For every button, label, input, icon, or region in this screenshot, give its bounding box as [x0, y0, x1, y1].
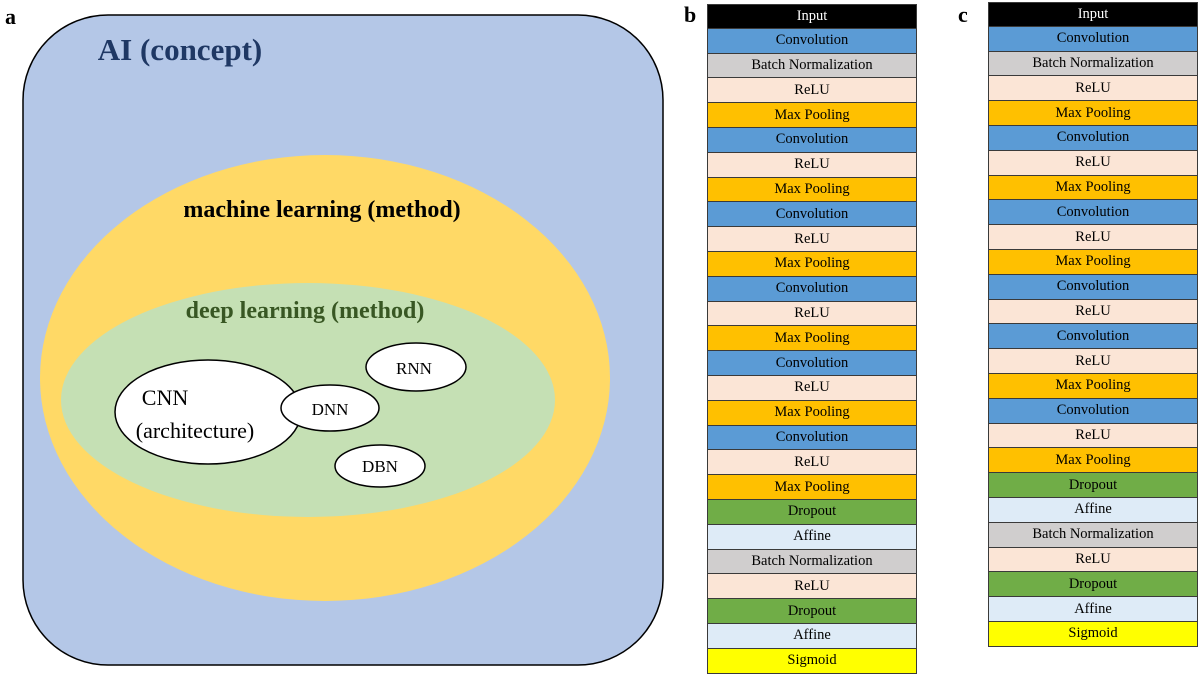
- network-c-layer-relu: ReLU: [988, 225, 1198, 250]
- ai-region-label: AI (concept): [98, 32, 262, 67]
- network-b-layer-max-pooling: Max Pooling: [707, 400, 917, 426]
- ai-nested-diagram: AI (concept) machine learning (method) d…: [22, 14, 664, 666]
- network-c-layer-convolution: Convolution: [988, 26, 1198, 52]
- network-c-layer-relu: ReLU: [988, 547, 1198, 573]
- network-b-layer-affine: Affine: [707, 524, 917, 550]
- network-c-layer-dropout: Dropout: [988, 572, 1198, 598]
- network-c-layer-batch-normalization: Batch Normalization: [988, 522, 1198, 548]
- network-c-layer-convolution: Convolution: [988, 324, 1198, 350]
- network-b-layer-max-pooling: Max Pooling: [707, 475, 917, 500]
- cnn-label-line2: (architecture): [136, 418, 254, 443]
- network-c-layer-convolution: Convolution: [988, 274, 1198, 300]
- dnn-node: [280, 384, 380, 432]
- network-c-layer-relu: ReLU: [988, 349, 1198, 374]
- network-b-layer-max-pooling: Max Pooling: [707, 177, 917, 203]
- network-b-layer-sigmoid: Sigmoid: [707, 648, 917, 674]
- network-b-layer-relu: ReLU: [707, 301, 917, 327]
- network-b-layer-convolution: Convolution: [707, 351, 917, 376]
- ml-region-label: machine learning (method): [183, 197, 460, 223]
- network-b-layer-convolution: Convolution: [707, 202, 917, 228]
- network-b-layer-relu: ReLU: [707, 227, 917, 252]
- network-c-layer-relu: ReLU: [988, 423, 1198, 449]
- dl-region-label: deep learning (method): [186, 298, 425, 324]
- network-b-layer-batch-normalization: Batch Normalization: [707, 53, 917, 79]
- network-b-layer-relu: ReLU: [707, 450, 917, 476]
- cnn-label-line1: CNN: [142, 385, 189, 410]
- panel-label-a: a: [5, 4, 16, 29]
- network-c-layer-input: Input: [988, 2, 1198, 27]
- network-b-layer-convolution: Convolution: [707, 425, 917, 451]
- network-b-layer-relu: ReLU: [707, 375, 917, 401]
- dbn-node: [334, 444, 426, 488]
- network-c-layer-max-pooling: Max Pooling: [988, 448, 1198, 474]
- network-b-layer-convolution: Convolution: [707, 276, 917, 302]
- network-c-layer-max-pooling: Max Pooling: [988, 249, 1198, 275]
- network-b-layer-relu: ReLU: [707, 152, 917, 178]
- rnn-node: [365, 342, 467, 392]
- network-c-layer-max-pooling: Max Pooling: [988, 175, 1198, 201]
- network-b-layer-affine: Affine: [707, 623, 917, 649]
- network-b-layer-dropout: Dropout: [707, 599, 917, 624]
- network-c-layer-affine: Affine: [988, 497, 1198, 523]
- network-c-layer-convolution: Convolution: [988, 200, 1198, 226]
- network-c-layer-max-pooling: Max Pooling: [988, 373, 1198, 399]
- network-b-layer-convolution: Convolution: [707, 28, 917, 54]
- network-c-layer-convolution: Convolution: [988, 125, 1198, 151]
- network-c-layer-relu: ReLU: [988, 150, 1198, 176]
- network-b-layer-convolution: Convolution: [707, 127, 917, 153]
- network-c-layer-max-pooling: Max Pooling: [988, 101, 1198, 126]
- network-b-layer-relu: ReLU: [707, 78, 917, 104]
- dbn-label: DBN: [362, 457, 398, 476]
- network-c-layer-convolution: Convolution: [988, 398, 1198, 424]
- network-b-layer-input: Input: [707, 4, 917, 29]
- network-c-layer-sigmoid: Sigmoid: [988, 621, 1198, 647]
- network-b-layer-max-pooling: Max Pooling: [707, 251, 917, 277]
- dnn-label: DNN: [312, 400, 349, 419]
- network-b-layer-dropout: Dropout: [707, 499, 917, 525]
- network-c-layer-batch-normalization: Batch Normalization: [988, 51, 1198, 77]
- network-c-layer-relu: ReLU: [988, 299, 1198, 325]
- network-c-layer-dropout: Dropout: [988, 473, 1198, 498]
- network-b-layer-max-pooling: Max Pooling: [707, 326, 917, 352]
- network-b-layer-batch-normalization: Batch Normalization: [707, 549, 917, 575]
- rnn-label: RNN: [396, 359, 432, 378]
- panel-label-b: b: [684, 2, 697, 27]
- network-c-layer-relu: ReLU: [988, 76, 1198, 102]
- panel-label-c: c: [958, 2, 968, 27]
- network-b-layer-max-pooling: Max Pooling: [707, 103, 917, 128]
- network-c-layer-affine: Affine: [988, 597, 1198, 622]
- cnn-node: [114, 359, 302, 465]
- network-b-layer-relu: ReLU: [707, 574, 917, 600]
